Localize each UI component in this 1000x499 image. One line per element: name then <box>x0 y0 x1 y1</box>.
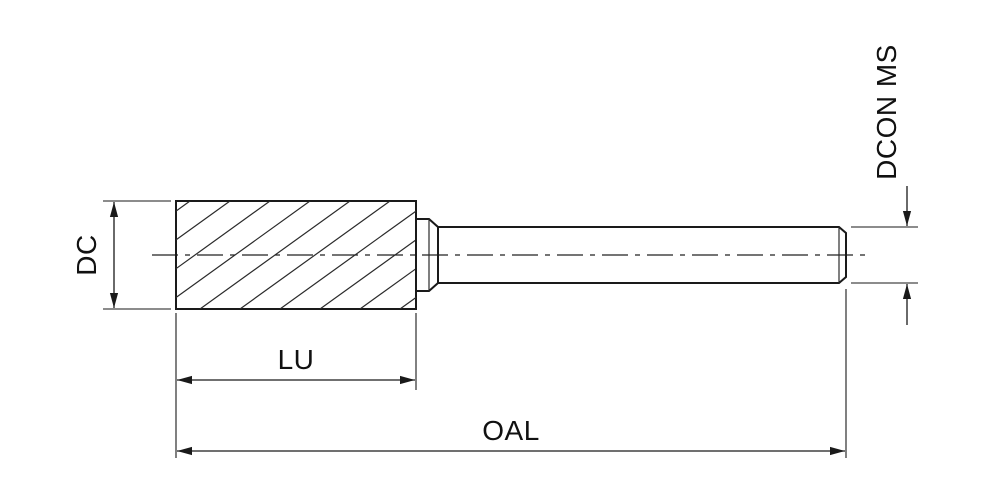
dc-label: DC <box>71 234 102 275</box>
dcon-dimension: DCON MS <box>851 44 918 325</box>
dcon-ms-label: DCON MS <box>871 44 902 180</box>
burr-shank <box>437 226 847 284</box>
dc-dimension: DC <box>71 200 171 310</box>
lu-label: LU <box>278 344 315 375</box>
burr-tool <box>175 200 847 310</box>
lu-dimension: LU <box>175 313 417 458</box>
oal-label: OAL <box>482 415 540 446</box>
oal-dimension: OAL <box>177 289 847 458</box>
flute-lines <box>176 201 416 309</box>
